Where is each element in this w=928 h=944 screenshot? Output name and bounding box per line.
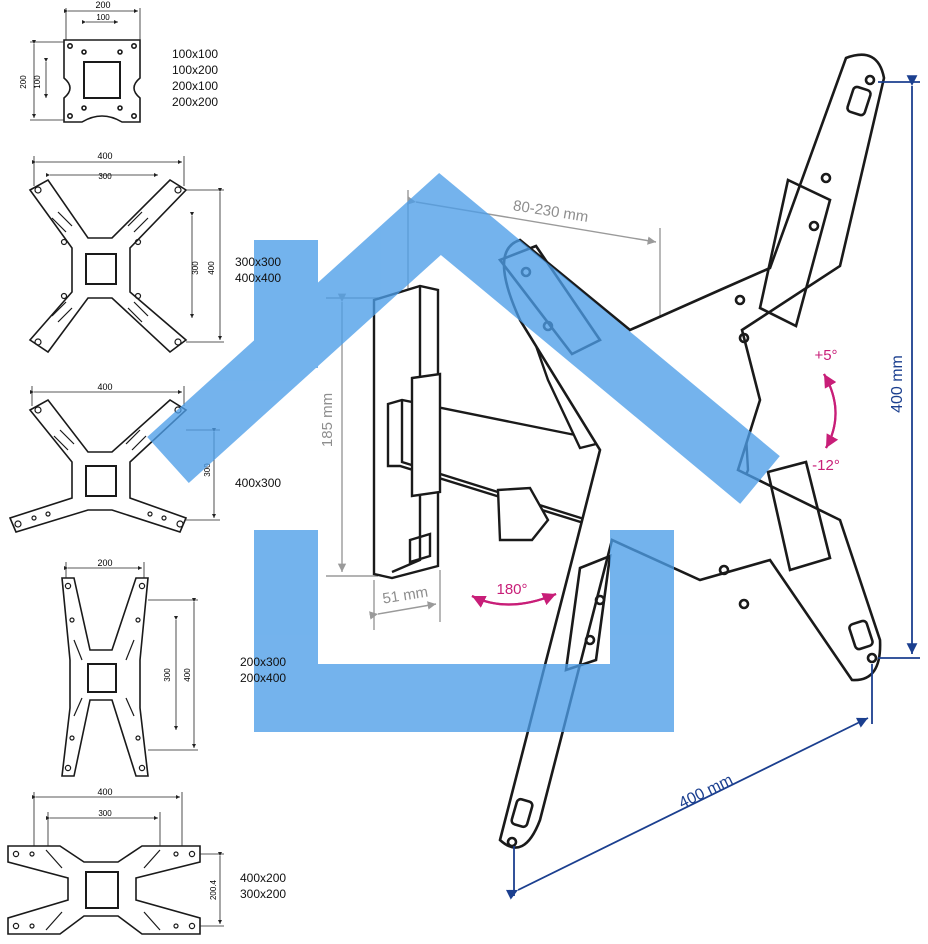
arm-extension-label: 80-230 mm [512, 197, 590, 226]
pattern-5-side-inner-dim: 200.4 [209, 879, 218, 900]
pattern-2-top-inner-dim: 300 [98, 172, 112, 181]
pattern-4-top-outer-dim: 200 [97, 558, 112, 568]
pattern-1-top-outer-dim: 200 [95, 0, 110, 10]
pattern-2-top-outer-dim: 400 [97, 151, 112, 161]
tilt-arrow [823, 373, 839, 449]
pattern-label: 200x100 [172, 79, 219, 93]
plate-height-label: 400 mm [889, 355, 906, 413]
pattern-1-top-inner-dim: 100 [96, 13, 110, 22]
pattern-label: 400x300 [235, 476, 282, 490]
plate-width-label: 400 mm [676, 772, 735, 813]
pattern-5-labels: 400x200 300x200 [240, 870, 286, 902]
pattern-2-labels: 300x300 400x400 [235, 254, 281, 286]
pattern-2-side-inner-dim: 300 [191, 261, 200, 275]
pattern-1-side-outer-dim: 200 [19, 75, 28, 89]
pattern-2-drawing [28, 156, 224, 354]
tilt-down-label: -12° [812, 457, 840, 474]
plate-width-dimension [505, 664, 873, 900]
pattern-5-top-inner-dim: 300 [98, 809, 112, 818]
pattern-label: 400x400 [235, 271, 282, 285]
tilt-up-label: +5° [814, 347, 837, 364]
pattern-4-side-outer-dim: 400 [183, 668, 192, 682]
pattern-label: 300x300 [235, 255, 282, 269]
pattern-label: 200x200 [172, 95, 219, 109]
pattern-label: 200x300 [240, 655, 287, 669]
plate-height-dimension [878, 75, 920, 659]
swivel-arrow [471, 592, 557, 608]
pattern-3-side-inner-dim: 300 [203, 463, 212, 477]
pattern-1-drawing [30, 8, 141, 123]
pattern-label: 300x200 [240, 887, 287, 901]
pattern-3-labels: 400x300 [235, 475, 281, 491]
pattern-4-labels: 200x300 200x400 [240, 654, 286, 686]
pattern-2-side-outer-dim: 400 [207, 261, 216, 275]
pattern-label: 100x100 [172, 47, 219, 61]
pattern-1-labels: 100x100 100x200 200x100 200x200 [172, 46, 218, 110]
pattern-label: 100x200 [172, 63, 219, 77]
wall-plate-width-dimension [369, 570, 441, 630]
pattern-4-side-inner-dim: 300 [163, 668, 172, 682]
pattern-5-top-outer-dim: 400 [97, 787, 112, 797]
pattern-3-top-outer-dim: 400 [97, 382, 112, 392]
pattern-1-side-inner-dim: 100 [33, 75, 42, 89]
pattern-4-drawing [61, 562, 198, 777]
pattern-3-drawing [8, 386, 220, 533]
wall-plate-height-label: 185 mm [319, 393, 336, 447]
swivel-label: 180° [496, 581, 527, 598]
pattern-5-drawing [7, 792, 224, 935]
wall-plate-width-label: 51 mm [381, 584, 429, 608]
pattern-label: 200x400 [240, 671, 287, 685]
pattern-label: 400x200 [240, 871, 287, 885]
house-icon [147, 172, 780, 732]
